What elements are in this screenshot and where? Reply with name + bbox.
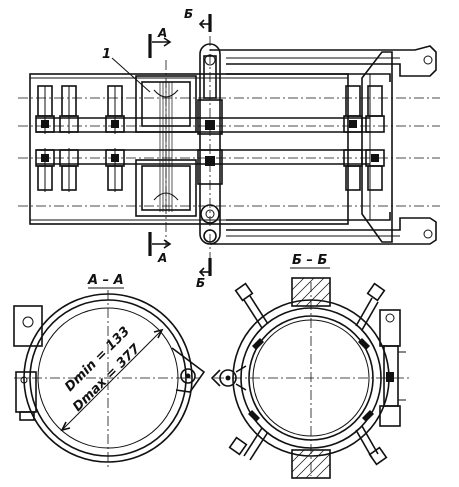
b-right-hinge <box>379 309 406 427</box>
part-1-leader <box>111 57 151 93</box>
bolt-group-upper-left <box>35 85 125 134</box>
view-a-title: A – A <box>87 273 124 288</box>
section-view-a-a: A – A Dmin = 133 Dmax = 377 <box>13 273 206 470</box>
part-1-clamp-body <box>135 75 197 217</box>
right-lug <box>171 347 206 393</box>
b-left-pivot <box>210 365 247 391</box>
section-b-top-label: Б <box>184 7 193 21</box>
b-bottom-block <box>291 449 331 479</box>
section-cut-a <box>148 34 172 256</box>
bolt-group-lower-left <box>35 148 125 192</box>
diameter-leader <box>61 329 163 431</box>
center-clamp-column <box>197 43 223 245</box>
plan-view: 1 A A Б Б <box>18 7 440 290</box>
view-b-title: Б – Б <box>292 253 327 268</box>
section-a-top-label: A <box>157 26 167 40</box>
part-number-label: 1 <box>102 47 111 62</box>
section-b-bottom-label: Б <box>196 276 205 290</box>
b-top-block <box>291 277 331 307</box>
hinge-block-upper <box>13 305 43 347</box>
b-radial-bolt-top-left <box>234 282 269 329</box>
frame-outline <box>29 73 349 225</box>
bolt-group-right <box>343 85 385 191</box>
b-radial-bolt-bottom-right <box>355 425 388 466</box>
b-radial-bolt-top-right <box>355 282 386 331</box>
b-radial-bolt-bottom-left <box>228 427 269 461</box>
section-a-bottom-label: A <box>157 251 167 265</box>
section-cut-b <box>198 14 212 277</box>
section-view-b-b: Б – Б <box>210 253 410 479</box>
